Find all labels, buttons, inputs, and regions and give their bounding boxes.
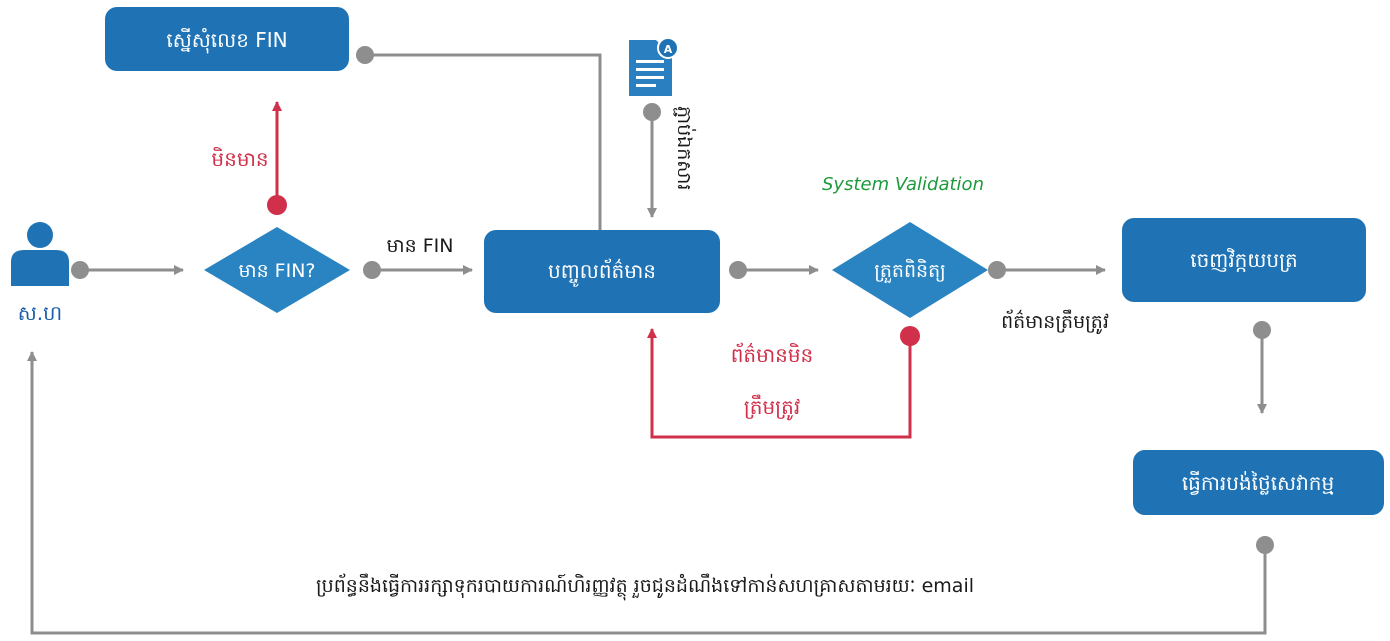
bottom-note: ប្រព័ន្ធនឹងធ្វើការរក្សាទុករបាយការណ៍ហិរញ្… [316,573,974,601]
node-has-fin: មាន FIN? [204,227,350,313]
edge-dot-red [267,195,287,215]
edge-dot [988,261,1006,279]
label-invalid-line1: ព័ត៌មានមិន [731,342,814,367]
edge-dot [643,103,661,121]
node-issue-invoice-label: ចេញវិក្កយបត្រ [1190,247,1298,272]
label-no-fin: មិនមាន [211,146,268,171]
connectors [27,46,1274,635]
node-check-label: ត្រួតពិនិត្យ [874,258,946,284]
label-system-validation: System Validation [822,174,984,195]
edge-dot-red [900,326,920,346]
person-icon [11,222,69,286]
label-invalid-line2: ត្រឹមត្រូវ [744,394,800,421]
edge-dot [71,261,89,279]
label-valid: ព័ត៌មានត្រឹមត្រូវ [1001,309,1109,335]
node-enter-info-label: បញ្ចូលព័ត៌មាន [548,258,656,287]
attach-document-label: ភ្ជាប់ឯកសារ [673,106,697,190]
node-check: ត្រួតពិនិត្យ [832,222,988,318]
edge-invalid [647,328,912,439]
edge-request-to-enter [365,53,602,230]
edge-dot [363,261,381,279]
edge-dot [729,261,747,279]
node-request-fin-label: ស្នើសុំលេខ FIN [166,27,287,54]
node-pay-fee: ធ្វើការបង់ថ្លៃសេវាកម្ម [1133,450,1384,515]
node-enter-info: បញ្ចូលព័ត៌មាន [484,230,720,313]
edge-dot [356,46,374,64]
document-icon: A [629,37,679,96]
node-request-fin: ស្នើសុំលេខ FIN [105,7,349,71]
edge-pay-to-actor [27,351,1267,635]
actor-label: ស.ហ [18,301,62,325]
node-issue-invoice: ចេញវិក្កយបត្រ [1122,218,1366,302]
svg-text:A: A [664,43,673,56]
edge-dot [1256,536,1274,554]
node-has-fin-label: មាន FIN? [238,260,315,282]
edge-dot [1253,321,1271,339]
node-pay-fee-label: ធ្វើការបង់ថ្លៃសេវាកម្ម [1182,470,1334,495]
label-yes-fin: មាន FIN [387,235,454,257]
